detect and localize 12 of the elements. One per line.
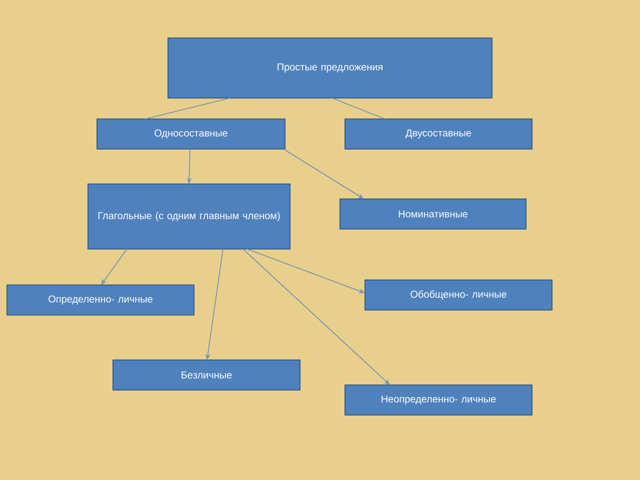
arrow <box>101 248 128 285</box>
category-box: Неопределенно- личные <box>344 384 532 416</box>
category-box: Безличные <box>112 360 300 390</box>
category-box: Простые предложения <box>168 38 492 98</box>
category-box: Определенно- личные <box>6 284 194 316</box>
category-box: Обобщенно- личные <box>364 280 552 310</box>
category-box: Номинативные <box>340 198 526 230</box>
category-box: Глагольные (с одним главным членом) <box>88 184 290 250</box>
category-box: Двусоставные <box>344 118 532 150</box>
arrow <box>284 150 364 199</box>
category-box: Односоставные <box>96 118 286 150</box>
arrow <box>242 248 390 385</box>
